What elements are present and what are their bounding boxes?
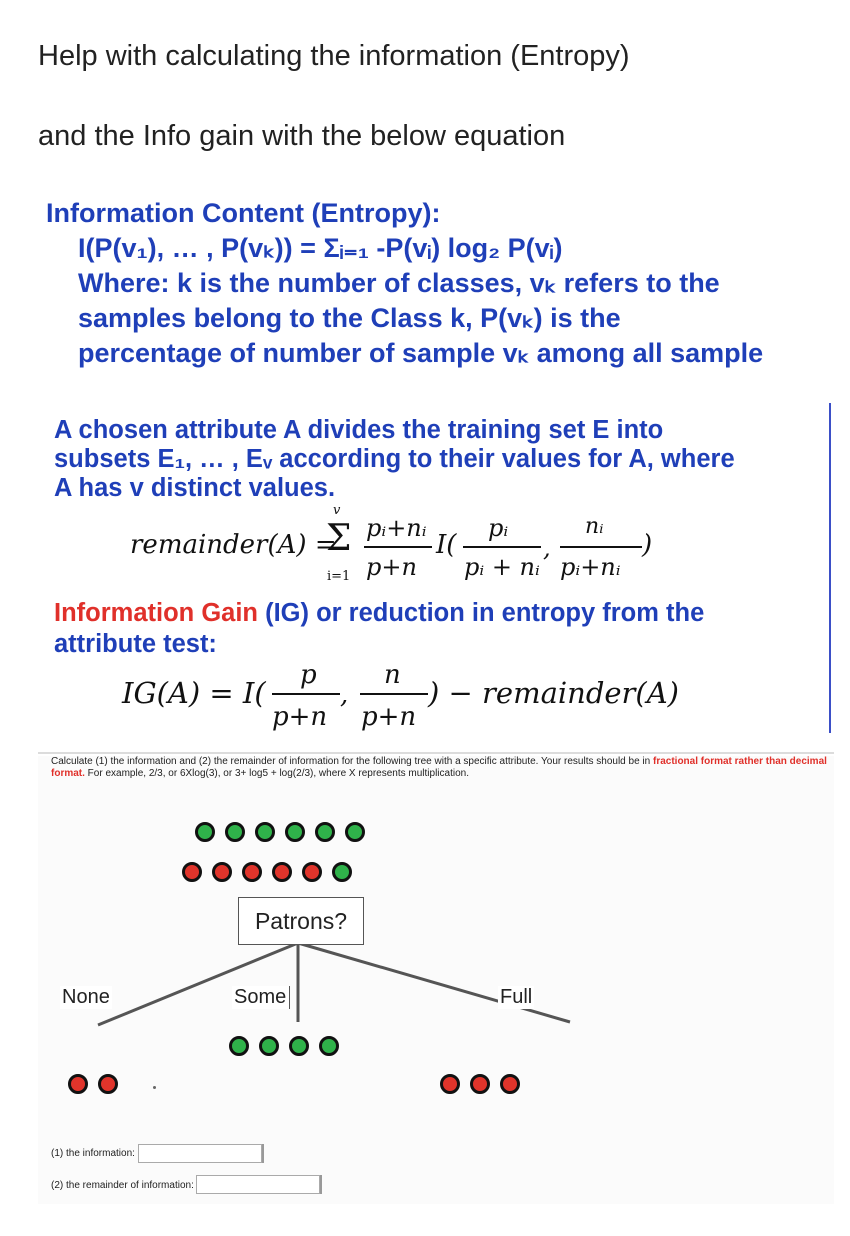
separator <box>38 752 834 754</box>
ig-fraction-1-bar <box>272 693 340 695</box>
answer-2-input[interactable] <box>196 1175 320 1194</box>
info-gain-heading-line-2: attribute test: <box>54 630 217 658</box>
attribute-line-2: subsets E₁, … , Eᵥ according to their va… <box>54 445 735 473</box>
positive-example-circle <box>332 862 352 882</box>
entropy-where-2: samples belong to the Class k, P(vₖ) is … <box>78 303 621 333</box>
ig-fraction-2-numerator: n <box>384 660 401 690</box>
fraction-2-bar <box>463 546 541 548</box>
negative-example-circle <box>470 1074 490 1094</box>
task-text-end: For example, 2/3, or 6Xlog(3), or 3+ log… <box>84 768 469 779</box>
answer-2-input-end <box>320 1175 322 1194</box>
entropy-where-1: Where: k is the number of classes, vₖ re… <box>78 268 720 298</box>
answer-1-label: (1) the information: <box>51 1148 135 1159</box>
ig-fraction-2-denominator: p+n <box>361 702 417 732</box>
question-line-1: Help with calculating the information (E… <box>38 40 630 72</box>
comma: , <box>543 534 551 562</box>
close-paren: ) <box>642 530 653 560</box>
entropy-where-3: percentage of number of sample vₖ among … <box>78 338 764 368</box>
negative-example-circle <box>182 862 202 882</box>
question-panel <box>38 756 834 1204</box>
negative-example-circle <box>302 862 322 882</box>
ig-fraction-1-numerator: p <box>300 660 317 690</box>
positive-example-circle <box>319 1036 339 1056</box>
positive-example-circle <box>289 1036 309 1056</box>
branch-label-none: None <box>60 986 112 1009</box>
ig-lhs: IG(A) = I( <box>122 676 266 710</box>
negative-example-circle <box>68 1074 88 1094</box>
attribute-line-1: A chosen attribute A divides the trainin… <box>54 416 664 444</box>
answer-2-label: (2) the remainder of information: <box>51 1180 194 1191</box>
entropy-formula: I(P(v₁), … , P(vₖ)) = Σᵢ₌₁ -P(vᵢ) log₂ P… <box>78 233 563 263</box>
task-instructions: Calculate (1) the information and (2) th… <box>51 756 831 780</box>
slide-border <box>829 403 831 733</box>
fraction-2-denominator: pᵢ + nᵢ <box>464 553 540 581</box>
info-gain-heading-rest: (IG) or reduction in entropy from the <box>258 599 705 627</box>
fraction-1-bar <box>364 546 432 548</box>
fraction-1-numerator: pᵢ+nᵢ <box>366 514 427 542</box>
attribute-definition: A chosen attribute A divides the trainin… <box>54 416 735 503</box>
negative-example-circle <box>98 1074 118 1094</box>
negative-example-circle <box>212 862 232 882</box>
sum-symbol: Σ <box>326 518 352 559</box>
negative-example-circle <box>272 862 292 882</box>
ig-rhs: ) − remainder(A) <box>428 676 679 710</box>
entropy-definition: Information Content (Entropy): I(P(v₁), … <box>46 196 763 371</box>
task-text-start: Calculate (1) the information and (2) th… <box>51 756 653 767</box>
branch-label-full: Full <box>498 986 535 1009</box>
fraction-3-numerator: nᵢ <box>585 514 604 539</box>
attribute-line-3: A has v distinct values. <box>54 474 336 502</box>
ig-fraction-1-denominator: p+n <box>272 702 328 732</box>
entropy-heading: Information Content (Entropy): <box>46 198 441 228</box>
positive-example-circle <box>285 822 305 842</box>
ig-fraction-2-bar <box>360 693 428 695</box>
sum-lower-limit: i=1 <box>327 569 351 584</box>
positive-example-circle <box>229 1036 249 1056</box>
fraction-3-denominator: pᵢ+nᵢ <box>560 553 621 581</box>
answer-1-input[interactable] <box>138 1144 262 1163</box>
info-gain-heading: Information Gain (IG) or reduction in en… <box>54 598 704 660</box>
branch-label-some: Some <box>232 986 291 1009</box>
question-line-2: and the Info gain with the below equatio… <box>38 120 566 152</box>
fraction-3-bar <box>560 546 642 548</box>
fraction-1-denominator: p+n <box>366 553 417 581</box>
fraction-2-numerator: pᵢ <box>488 514 509 542</box>
info-gain-term: Information Gain <box>54 599 258 627</box>
sum-upper-limit: v <box>333 503 341 518</box>
positive-example-circle <box>255 822 275 842</box>
positive-example-circle <box>195 822 215 842</box>
negative-example-circle <box>500 1074 520 1094</box>
info-function: I( <box>436 530 457 560</box>
negative-example-circle <box>242 862 262 882</box>
dot-marker <box>153 1086 156 1089</box>
positive-example-circle <box>345 822 365 842</box>
positive-example-circle <box>315 822 335 842</box>
root-node-patrons: Patrons? <box>238 897 364 945</box>
answer-1-input-end <box>262 1144 264 1163</box>
task-text-emphasis: fractional format rather than decimal fo… <box>51 756 827 779</box>
remainder-lhs: remainder(A) = <box>130 530 337 560</box>
positive-example-circle <box>259 1036 279 1056</box>
ig-comma: , <box>340 680 349 710</box>
positive-example-circle <box>225 822 245 842</box>
negative-example-circle <box>440 1074 460 1094</box>
